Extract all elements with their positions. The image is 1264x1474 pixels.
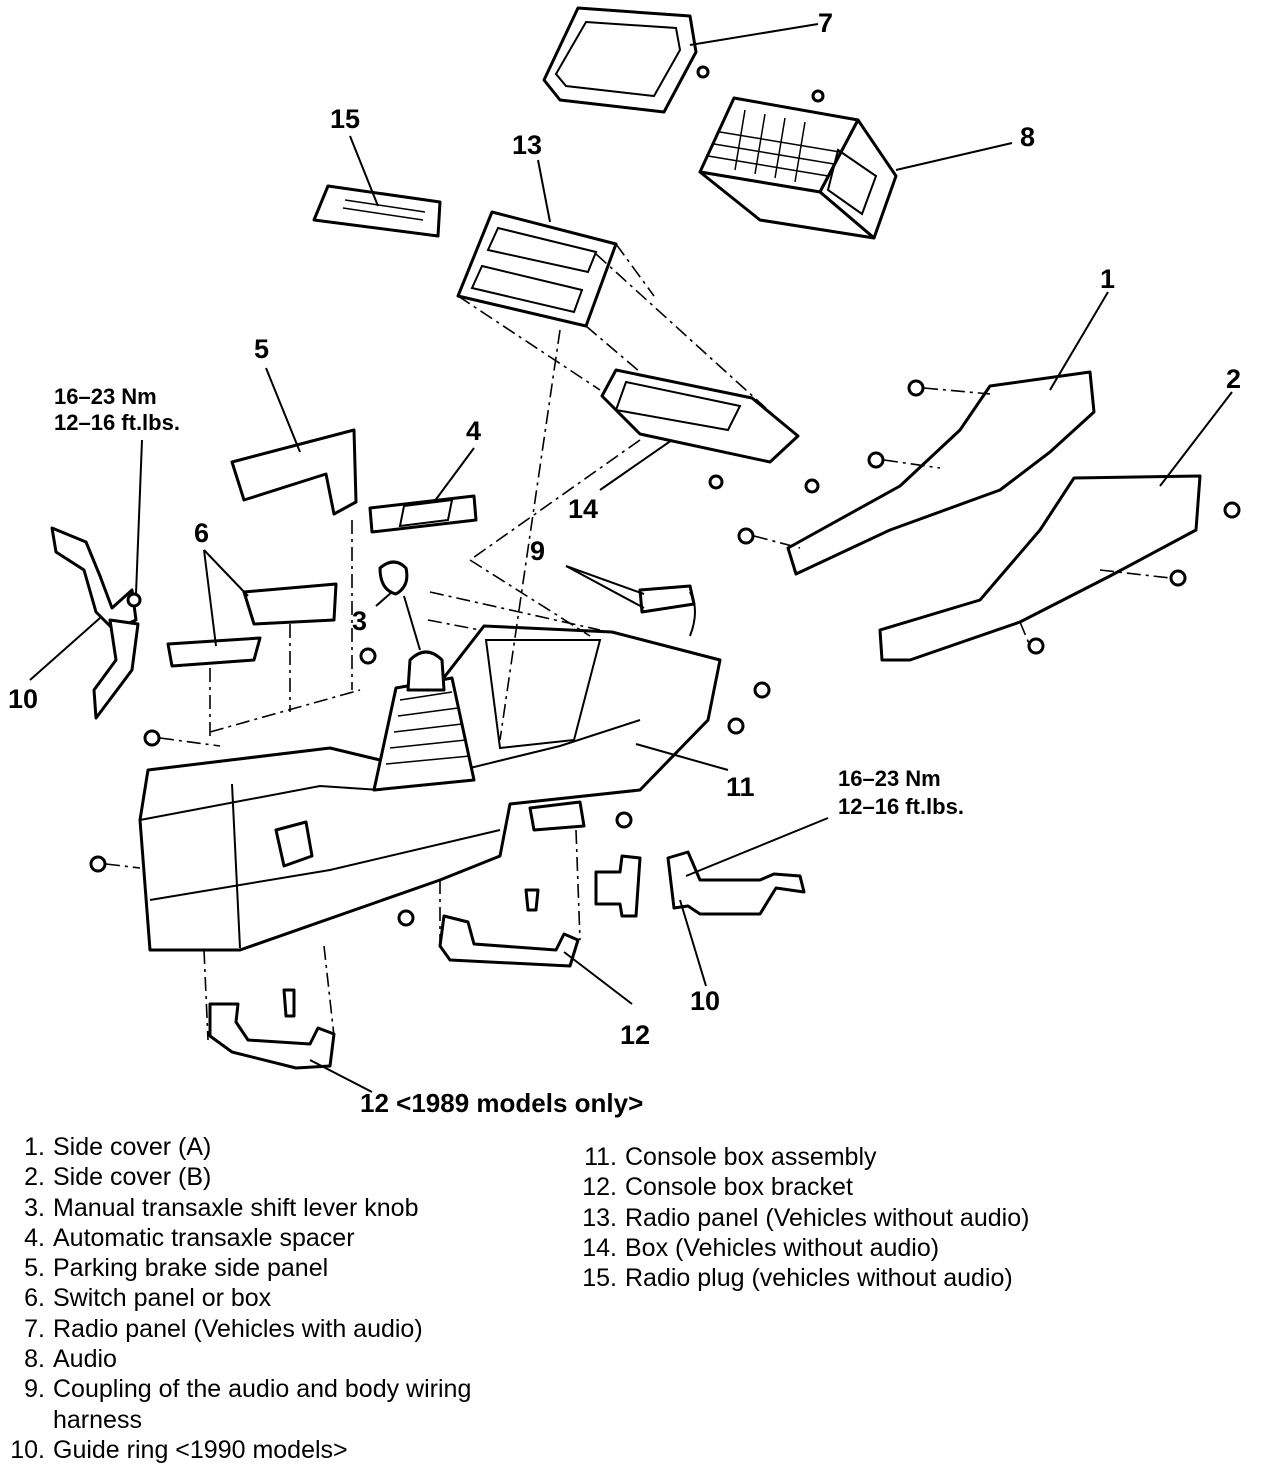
legend-text: Switch panel or box	[53, 1284, 272, 1313]
callout-5: 5	[254, 334, 269, 364]
legend-number: 3.	[24, 1193, 45, 1222]
legend-item: 14. Box (Vehicles without audio)	[565, 1233, 1125, 1263]
side-cover-a-part	[737, 291, 1109, 576]
callout-7: 7	[818, 8, 833, 38]
wiring-coupling-part	[565, 565, 696, 637]
exploded-view-diagram: 7 8 15 13 1 2 5 4 14 6 9 3 10 11 10 12 1…	[8, 6, 1241, 1118]
legend-text: Audio	[53, 1345, 117, 1374]
legend-number: 6.	[24, 1284, 45, 1313]
guide-ring-left-part	[29, 439, 143, 720]
legend-text: Radio panel (Vehicles without audio)	[625, 1203, 1030, 1232]
legend-item: 10. Guide ring <1990 models>	[0, 1435, 560, 1465]
console-box-assembly-part	[89, 619, 771, 952]
legend-text: Manual transaxle shift lever knob	[53, 1193, 419, 1222]
callout-9: 9	[530, 536, 545, 566]
side-cover-b-part	[878, 391, 1241, 662]
legend-text: Coupling of the audio and body wiring ha…	[53, 1375, 472, 1434]
guide-ring-right-part	[594, 817, 829, 987]
callout-13: 13	[512, 130, 542, 160]
legend-text: Guide ring <1990 models>	[53, 1435, 348, 1464]
legend-text: Radio panel (Vehicles with audio)	[53, 1314, 423, 1343]
legend-text: Side cover (A)	[53, 1133, 212, 1161]
legend-text: Box (Vehicles without audio)	[625, 1233, 940, 1262]
parking-brake-side-panel-part	[230, 367, 358, 690]
legend-item: 11. Console box assembly	[565, 1142, 1125, 1172]
legend-item: 2. Side cover (B)	[0, 1162, 560, 1192]
callout-8: 8	[1020, 122, 1035, 152]
torque-right-nm: 16–23 Nm	[838, 766, 941, 791]
legend-number: 7.	[24, 1314, 45, 1343]
callout-10-right: 10	[690, 986, 720, 1016]
legend-item: 15. Radio plug (vehicles without audio)	[565, 1263, 1125, 1293]
legend-text: Side cover (B)	[53, 1163, 212, 1192]
legend-item: 4. Automatic transaxle spacer	[0, 1223, 560, 1253]
radio-plug-part	[312, 135, 442, 238]
legend-left-column: 1. Side cover (A) 2. Side cover (B) 3. Manu…	[0, 1132, 560, 1465]
audio-unit-part	[696, 65, 1013, 240]
assembly-guide-lines	[429, 329, 641, 741]
torque-right-ftlbs: 12–16 ft.lbs.	[838, 794, 964, 819]
legend-number: 10.	[10, 1435, 45, 1464]
legend-number: 11.	[584, 1143, 617, 1171]
callout-11: 11	[726, 772, 755, 802]
legend-text: Parking brake side panel	[53, 1254, 329, 1283]
legend-item: 12. Console box bracket	[565, 1172, 1125, 1202]
shift-lever-knob-part	[375, 560, 421, 651]
legend-number: 4.	[24, 1223, 45, 1252]
legend-text: Console box assembly	[625, 1143, 877, 1171]
box-without-audio-part	[599, 368, 820, 494]
automatic-transaxle-spacer-part	[368, 447, 478, 534]
legend-item: 8. Audio	[0, 1344, 560, 1374]
legend-number: 1.	[24, 1133, 45, 1161]
legend-right-column: 11. Console box assembly 12. Console box b…	[565, 1142, 1125, 1293]
legend-number: 12.	[582, 1173, 617, 1202]
callout-2: 2	[1226, 364, 1241, 394]
callout-4: 4	[466, 416, 481, 446]
console-bracket-1989-part	[203, 945, 373, 1093]
radio-panel-with-audio-part	[542, 6, 819, 114]
callout-12-right: 12	[620, 1020, 650, 1050]
legend-number: 9.	[24, 1375, 45, 1404]
legend-item: 13. Radio panel (Vehicles without audio)	[565, 1203, 1125, 1233]
legend-number: 2.	[24, 1163, 45, 1192]
legend-number: 15.	[582, 1264, 617, 1293]
callout-1: 1	[1100, 264, 1115, 294]
radio-panel-without-audio-part	[456, 159, 791, 431]
legend-number: 8.	[24, 1345, 45, 1374]
callout-3: 3	[352, 606, 367, 636]
legend-item: 9. Coupling of the audio and body wiring …	[0, 1374, 560, 1435]
legend-item: 3. Manual transaxle shift lever knob	[0, 1193, 560, 1223]
callout-10-left: 10	[8, 684, 38, 714]
bracket-1989-caption: 12 <1989 models only>	[360, 1088, 643, 1118]
legend-text: Console box bracket	[625, 1173, 853, 1202]
legend-item: 5. Parking brake side panel	[0, 1253, 560, 1283]
switch-panel-part	[166, 549, 361, 736]
callout-15: 15	[330, 104, 360, 134]
legend-number: 14.	[582, 1233, 617, 1262]
legend-item: 1. Side cover (A)	[0, 1132, 560, 1162]
legend-item: 7. Radio panel (Vehicles with audio)	[0, 1314, 560, 1344]
torque-left-ftlbs: 12–16 ft.lbs.	[54, 410, 180, 435]
torque-left-nm: 16–23 Nm	[54, 384, 157, 409]
legend-number: 13.	[582, 1203, 617, 1232]
legend-number: 5.	[24, 1254, 45, 1283]
legend-text: Radio plug (vehicles without audio)	[625, 1264, 1013, 1293]
callout-6: 6	[194, 518, 209, 548]
callout-14: 14	[568, 494, 598, 524]
legend-item: 6. Switch panel or box	[0, 1283, 560, 1313]
legend-text: Automatic transaxle spacer	[53, 1223, 355, 1252]
console-bracket-right-part	[438, 800, 633, 1005]
